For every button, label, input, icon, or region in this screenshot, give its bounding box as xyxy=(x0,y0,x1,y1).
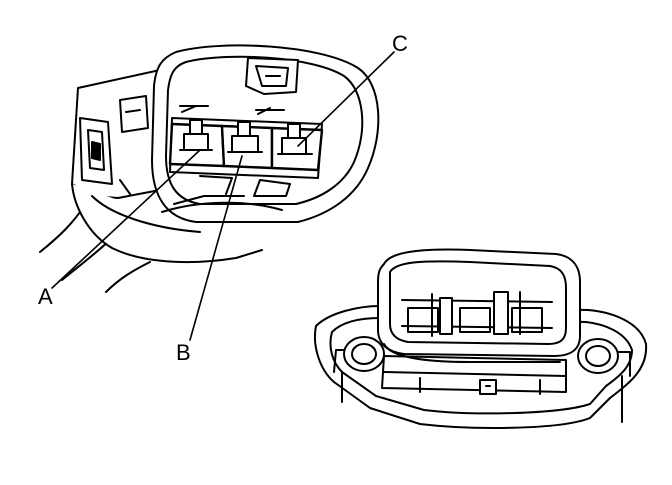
harness-connector xyxy=(39,44,380,293)
component-connector xyxy=(314,248,648,429)
callout-label-b: B xyxy=(176,340,191,365)
leader-line-a xyxy=(51,149,201,289)
key-rib xyxy=(439,297,453,335)
callout-label-a: A xyxy=(38,284,53,309)
rear-housing-lower xyxy=(71,183,263,264)
header-pins xyxy=(401,299,553,333)
mounting-boss-left xyxy=(333,336,385,373)
callout-label-c: C xyxy=(392,31,408,56)
terminal-cavity-a xyxy=(168,119,226,168)
leader-line-c xyxy=(297,51,395,147)
key-rib xyxy=(493,291,509,335)
mounting-boss-right xyxy=(577,338,631,377)
wire xyxy=(61,237,113,281)
wire xyxy=(39,205,85,253)
leader-line-b xyxy=(189,155,243,341)
wire xyxy=(105,261,151,293)
terminal-cavity-c xyxy=(270,123,324,172)
terminal-cavity-b xyxy=(220,121,274,170)
